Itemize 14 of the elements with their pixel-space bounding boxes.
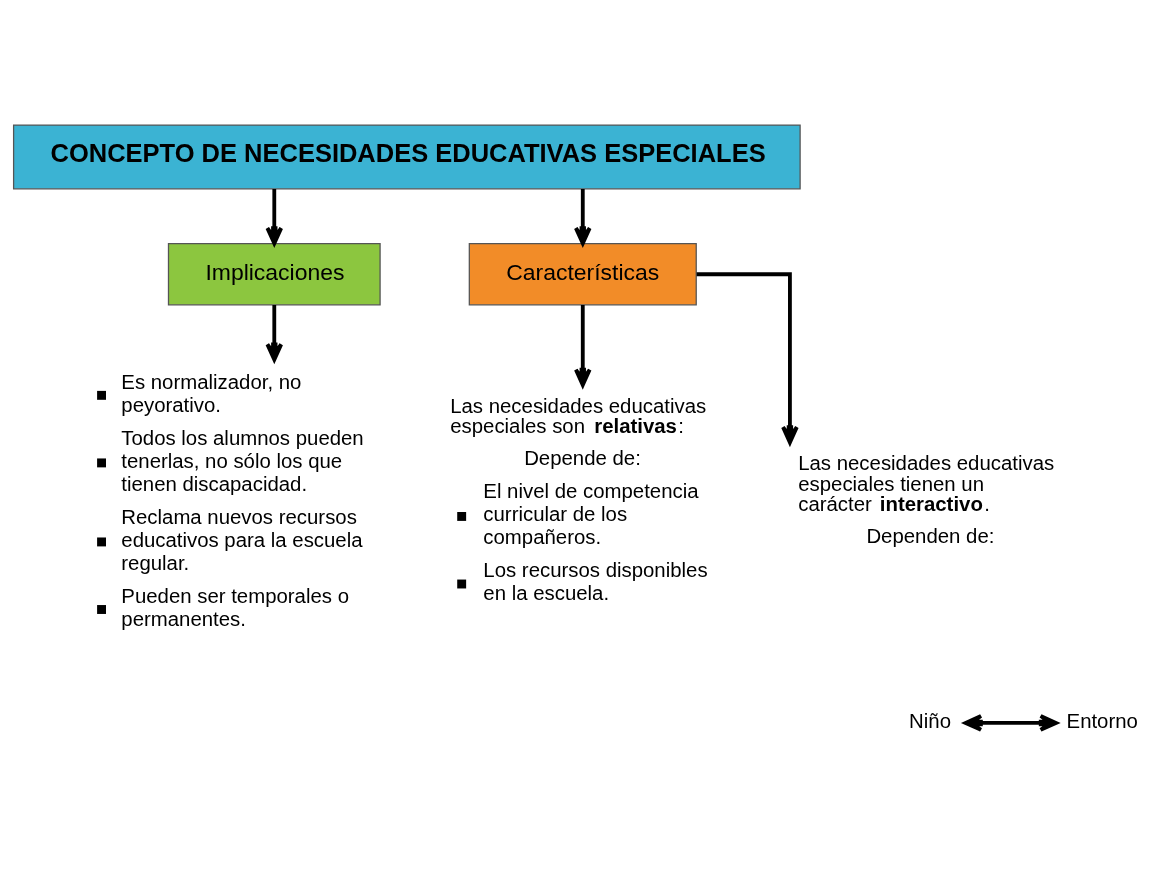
- node-text: Las necesidades educativas especiales son relativas: Depende de: El nivel de competencia curricular de los compañeros. Los recursos disponibles en la escuela.: [450, 394, 708, 605]
- node-box: CONCEPTO DE NECESIDADES EDUCATIVAS ESPECIALES: [12, 124, 801, 190]
- arrow: [574, 189, 592, 246]
- arrow: [963, 714, 1058, 732]
- node-text: Entorno: [1066, 709, 1138, 732]
- arrow: [265, 189, 284, 246]
- arrow: [574, 305, 592, 387]
- node-text: Las necesidades educativas especiales tienen un carácter interactivo. Dependen de:: [798, 452, 1055, 547]
- arrow: [696, 272, 799, 445]
- arrow: [265, 305, 284, 362]
- node-text: Es normalizador, no peyorativo. Todos los alumnos pueden tenerlas, no sólo los que tienen discapacidad. Reclama nuevos recursos educativos para la escuela regular. Pueden ser temporales o permanentes.: [121, 370, 364, 630]
- node-box: Características: [468, 243, 697, 306]
- node-box: Implicaciones: [167, 243, 381, 306]
- node-text: Niño: [909, 709, 952, 732]
